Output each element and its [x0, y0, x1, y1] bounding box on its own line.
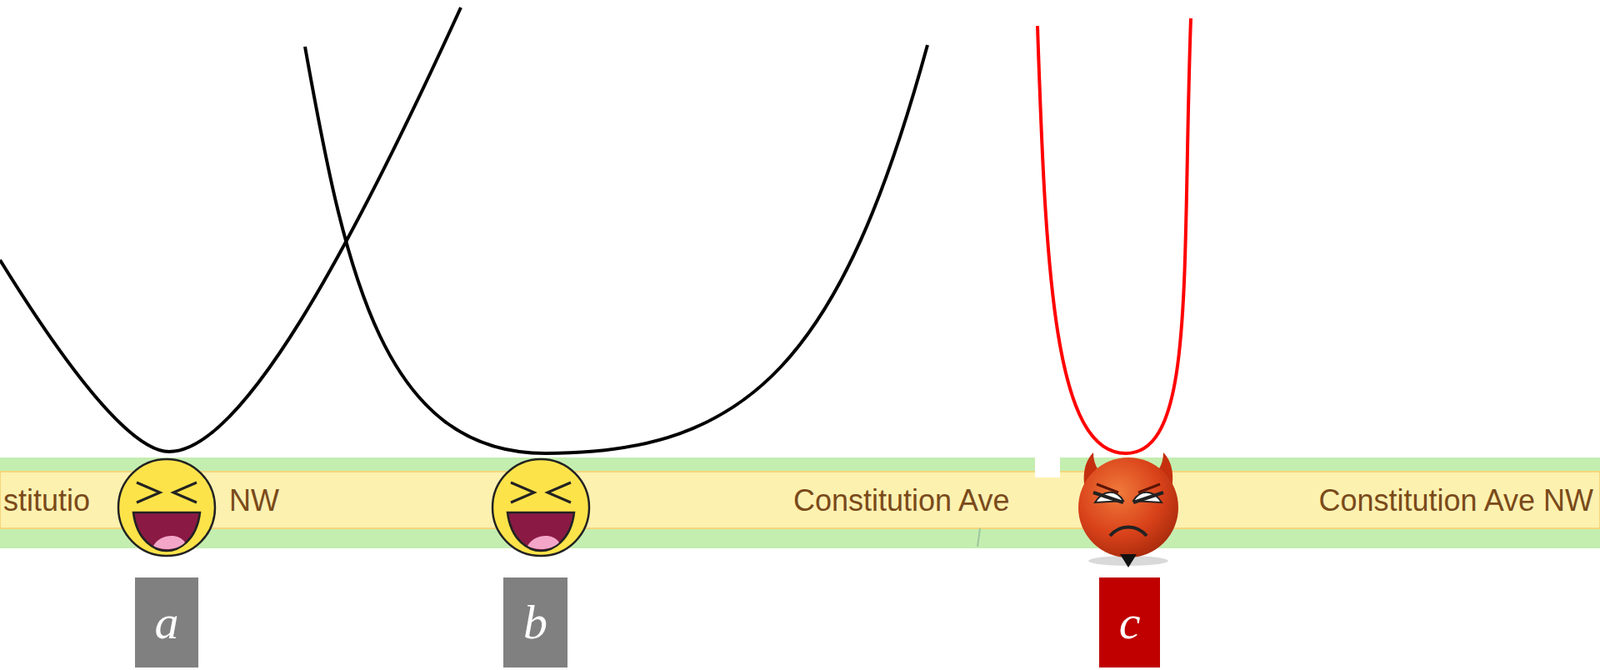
- label-box: b: [503, 577, 568, 668]
- road-line: [977, 528, 980, 547]
- street-name: stitutio: [3, 484, 90, 518]
- cost-curve: [305, 45, 928, 454]
- cost-curve: [0, 7, 461, 452]
- point-label: b: [523, 595, 548, 650]
- label-box: c: [1099, 577, 1160, 668]
- point-label: a: [155, 595, 180, 650]
- label-box: a: [135, 577, 199, 668]
- laughing-emoji: [118, 459, 215, 556]
- road-gap: [1035, 457, 1060, 478]
- laughing-emoji: [492, 459, 590, 556]
- point-label: c: [1119, 595, 1141, 650]
- road-strip: [0, 471, 1600, 529]
- road-verge: [0, 457, 1600, 549]
- devil-emoji: [1078, 452, 1179, 568]
- street-name: NW: [229, 484, 280, 518]
- cost-curve: [1037, 18, 1191, 454]
- street-name: Constitution Ave NW: [1319, 484, 1594, 518]
- street-name: Constitution Ave: [793, 484, 1010, 518]
